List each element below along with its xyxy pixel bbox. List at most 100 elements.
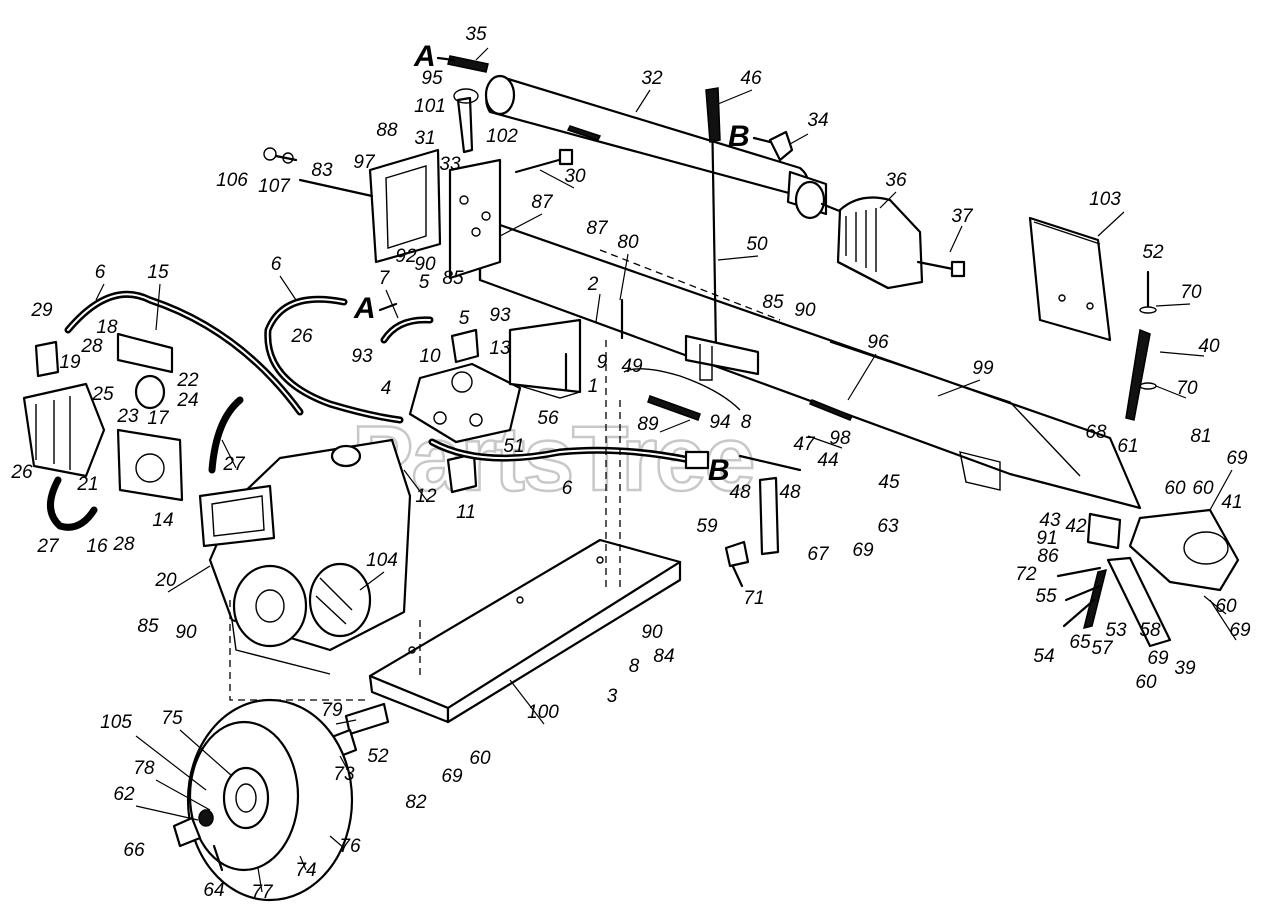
callout-82: 82 [405,792,427,813]
ram-head [836,196,924,290]
pipe-101 [456,96,474,154]
callout-78: 78 [133,758,155,779]
callout-24: 24 [176,390,198,411]
mounting-plate [448,158,502,280]
hose-6-fitting [684,450,710,470]
callout-25: 25 [91,384,114,405]
callout-85: 85 [137,616,159,637]
callout-100: 100 [527,702,559,723]
callout-54: 54 [1033,646,1054,667]
connector-letter-B-low: B [708,454,730,487]
callout-12: 12 [415,486,437,507]
callout-49: 49 [621,356,643,377]
callout-62: 62 [113,784,135,805]
hose-27-left [47,476,98,531]
callout-107: 107 [258,176,291,197]
callout-8: 8 [741,412,752,433]
callout-83: 83 [311,160,333,181]
callout-60: 60 [1135,672,1157,693]
callout-55: 55 [1035,586,1057,607]
callout-98: 98 [829,428,851,449]
callout-90: 90 [794,300,816,321]
shield-103 [1028,216,1112,342]
callout-10: 10 [419,346,441,367]
callout-21: 21 [76,474,98,495]
washer-70-b [1139,382,1157,390]
o-ring-95 [453,88,479,104]
callout-29: 29 [30,300,53,321]
callout-90: 90 [175,622,197,643]
callout-6: 6 [562,478,573,499]
callout-26: 26 [290,326,313,347]
callout-87: 87 [586,218,609,239]
callout-52: 52 [367,746,389,767]
callout-43: 43 [1039,510,1061,531]
bolt-30-head [558,148,574,166]
hydraulic-pump [22,340,106,478]
callout-41: 41 [1221,492,1242,513]
callout-99: 99 [972,358,994,379]
callout-26: 26 [10,462,33,483]
callout-101: 101 [414,96,446,117]
fitting-35 [447,55,489,73]
callout-27: 27 [36,536,60,557]
callout-80: 80 [617,232,639,253]
callout-44: 44 [817,450,838,471]
callout-17: 17 [147,408,170,429]
hose-6-mid [264,295,404,424]
callout-85: 85 [762,292,784,313]
bolt-54 [1062,598,1096,628]
callout-90: 90 [641,622,663,643]
connector-letter-A-mid: A [353,292,376,325]
control-valve [408,362,522,444]
bolt-83 [298,178,374,198]
callout-84: 84 [653,646,674,667]
callout-58: 58 [1139,620,1161,641]
callout-23: 23 [116,406,139,427]
callout-28: 28 [112,534,135,555]
callout-68: 68 [1085,422,1107,443]
bolt-30 [514,156,568,174]
callout-70: 70 [1180,282,1202,303]
callout-102: 102 [486,126,518,147]
callout-14: 14 [152,510,173,531]
callout-73: 73 [333,764,355,785]
callout-57: 57 [1091,638,1114,659]
callout-20: 20 [154,570,177,591]
callout-13: 13 [489,338,511,359]
callout-3: 3 [607,686,618,707]
callout-18: 18 [96,317,118,338]
callout-69: 69 [1226,448,1248,469]
callout-7: 7 [379,268,391,289]
callout-89: 89 [637,414,659,435]
callout-81: 81 [1190,426,1211,447]
engine-mount-lines [229,600,421,701]
callout-93: 93 [489,305,511,326]
callout-11: 11 [456,502,476,523]
callout-6: 6 [95,262,106,283]
callout-53: 53 [1105,620,1127,641]
callout-52: 52 [1142,242,1164,263]
link-49 [623,368,741,411]
callout-19: 19 [59,352,81,373]
bolt-55 [1064,584,1102,602]
callout-33: 33 [439,154,461,175]
callout-15: 15 [147,262,169,283]
connector-letter-A-top: A [413,40,436,73]
callout-106: 106 [216,170,248,191]
control-handle [684,87,760,381]
callout-48: 48 [729,482,751,503]
bolt-72 [1056,566,1102,578]
callout-37: 37 [951,206,974,227]
callout-104: 104 [366,550,398,571]
callout-1: 1 [588,376,599,397]
callout-67: 67 [807,544,830,565]
connector-letter-B-top: B [728,120,750,153]
callout-34: 34 [807,110,828,131]
bearing-62 [198,809,214,827]
chain-40 [1125,328,1151,421]
callout-63: 63 [877,516,899,537]
callout-22: 22 [176,370,199,391]
